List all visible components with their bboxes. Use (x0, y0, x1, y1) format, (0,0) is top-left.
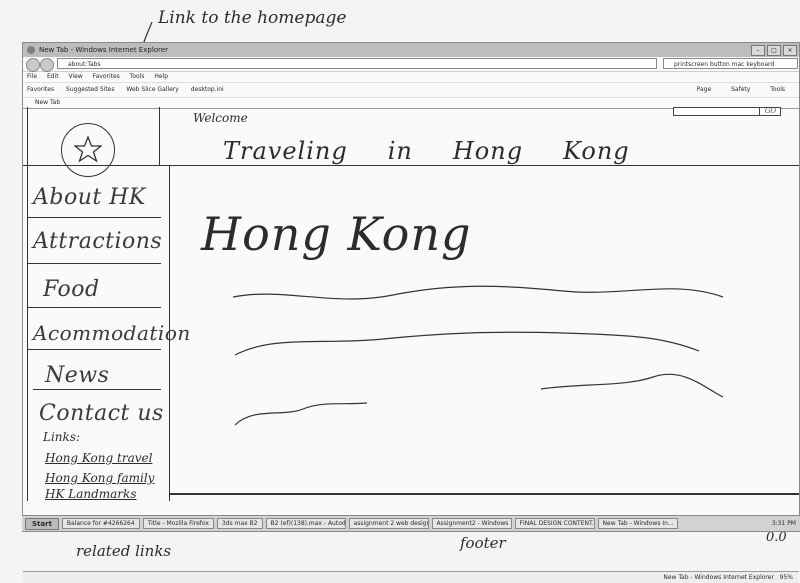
start-button[interactable]: Start (25, 517, 59, 530)
cmd-safety[interactable]: Safety (731, 86, 751, 93)
favorites-bar: Favorites Suggested Sites Web Slice Gall… (23, 83, 799, 98)
command-bar: Page Safety Tools (689, 83, 795, 97)
address-bar[interactable]: about:Tabs (57, 58, 657, 69)
header-divider (23, 165, 799, 166)
menu-tools[interactable]: Tools (129, 73, 145, 80)
window-title: New Tab - Windows Internet Explorer (39, 46, 168, 54)
page-number: 0.0 (766, 530, 787, 545)
nav-contact-us[interactable]: Contact us (39, 401, 164, 426)
task-item[interactable]: FINAL DESIGN CONTENT... (514, 518, 595, 529)
back-button[interactable] (26, 58, 40, 72)
fav-suggested-sites[interactable]: Suggested Sites (66, 86, 115, 93)
menu-edit[interactable]: Edit (46, 73, 59, 80)
task-item[interactable]: assignment 2 web design (348, 518, 429, 529)
minimize-button[interactable]: – (751, 45, 765, 56)
cmd-page[interactable]: Page (696, 86, 712, 93)
ie-logo-icon (27, 46, 35, 54)
task-item[interactable]: New Tab - Windows In... (597, 518, 678, 529)
annotation-homepage-link: Link to the homepage (158, 8, 347, 28)
menu-bar: File Edit View Favorites Tools Help (23, 72, 799, 83)
site-search-input[interactable] (673, 107, 781, 116)
search-go-button[interactable]: GO (759, 107, 781, 116)
nav-attractions[interactable]: Attractions (33, 229, 163, 254)
task-item[interactable]: B2 (ef)(138).max - Autod... (265, 518, 346, 529)
related-link-hk-landmarks[interactable]: HK Landmarks (45, 487, 137, 501)
nav-divider (27, 263, 161, 264)
star-icon (74, 135, 102, 163)
window-titlebar: New Tab - Windows Internet Explorer – □ … (23, 43, 799, 57)
clock: 3:31 PM (771, 520, 796, 527)
menu-favorites[interactable]: Favorites (92, 73, 120, 80)
zoom-level[interactable]: 95% (779, 574, 793, 581)
nav-news[interactable]: News (45, 363, 110, 388)
logo-divider (159, 107, 160, 165)
homepage-logo-link[interactable] (61, 123, 115, 177)
related-link-hong-kong-travel[interactable]: Hong Kong travel (45, 451, 153, 465)
forward-button[interactable] (40, 58, 54, 72)
nav-about-hk[interactable]: About HK (33, 185, 146, 210)
maximize-button[interactable]: □ (767, 45, 781, 56)
page-heading: Hong Kong (201, 207, 472, 261)
task-item[interactable]: 3ds max B2 (216, 518, 263, 529)
browser-window: New Tab - Windows Internet Explorer – □ … (22, 42, 800, 583)
taskbar: Start Balance for #4266264 Title - Mozil… (22, 515, 800, 531)
annotation-footer: footer (460, 534, 506, 552)
related-links-label: Links: (43, 430, 81, 444)
nav-accommodation[interactable]: Acommodation (33, 321, 191, 345)
task-item[interactable]: Balance for #4266264 (61, 518, 140, 529)
address-row: about:Tabs printscreen button mac keyboa… (23, 57, 799, 72)
footer (169, 493, 799, 495)
nav-divider (27, 307, 161, 308)
favorites-button[interactable]: Favorites (27, 86, 55, 93)
menu-file[interactable]: File (27, 73, 38, 80)
left-border (27, 107, 28, 501)
fav-desktop-ini[interactable]: desktop.ini (190, 86, 224, 93)
tab-new-tab[interactable]: New Tab (23, 98, 799, 109)
nav-divider (33, 389, 161, 390)
browser-search-input[interactable]: printscreen button mac keyboard (663, 58, 798, 69)
menu-help[interactable]: Help (154, 73, 169, 80)
menu-view[interactable]: View (68, 73, 83, 80)
close-button[interactable]: × (783, 45, 797, 56)
cmd-tools[interactable]: Tools (770, 86, 785, 93)
fav-web-slice-gallery[interactable]: Web Slice Gallery (126, 86, 179, 93)
nav-food[interactable]: Food (43, 277, 100, 302)
sidebar-divider (169, 165, 170, 501)
annotation-related-links: related links (76, 542, 172, 560)
nav-divider (27, 349, 161, 350)
task-item[interactable]: Title - Mozilla Firefox (142, 518, 214, 529)
related-link-hong-kong-family[interactable]: Hong Kong family (45, 471, 155, 485)
status-tooltip: New Tab - Windows Internet Explorer (663, 574, 774, 581)
welcome-text: Welcome (193, 111, 248, 125)
task-item[interactable]: Assignment2 - Windows ... (431, 518, 512, 529)
status-bar: New Tab - Windows Internet Explorer 95% (23, 571, 799, 583)
nav-divider (27, 217, 161, 218)
